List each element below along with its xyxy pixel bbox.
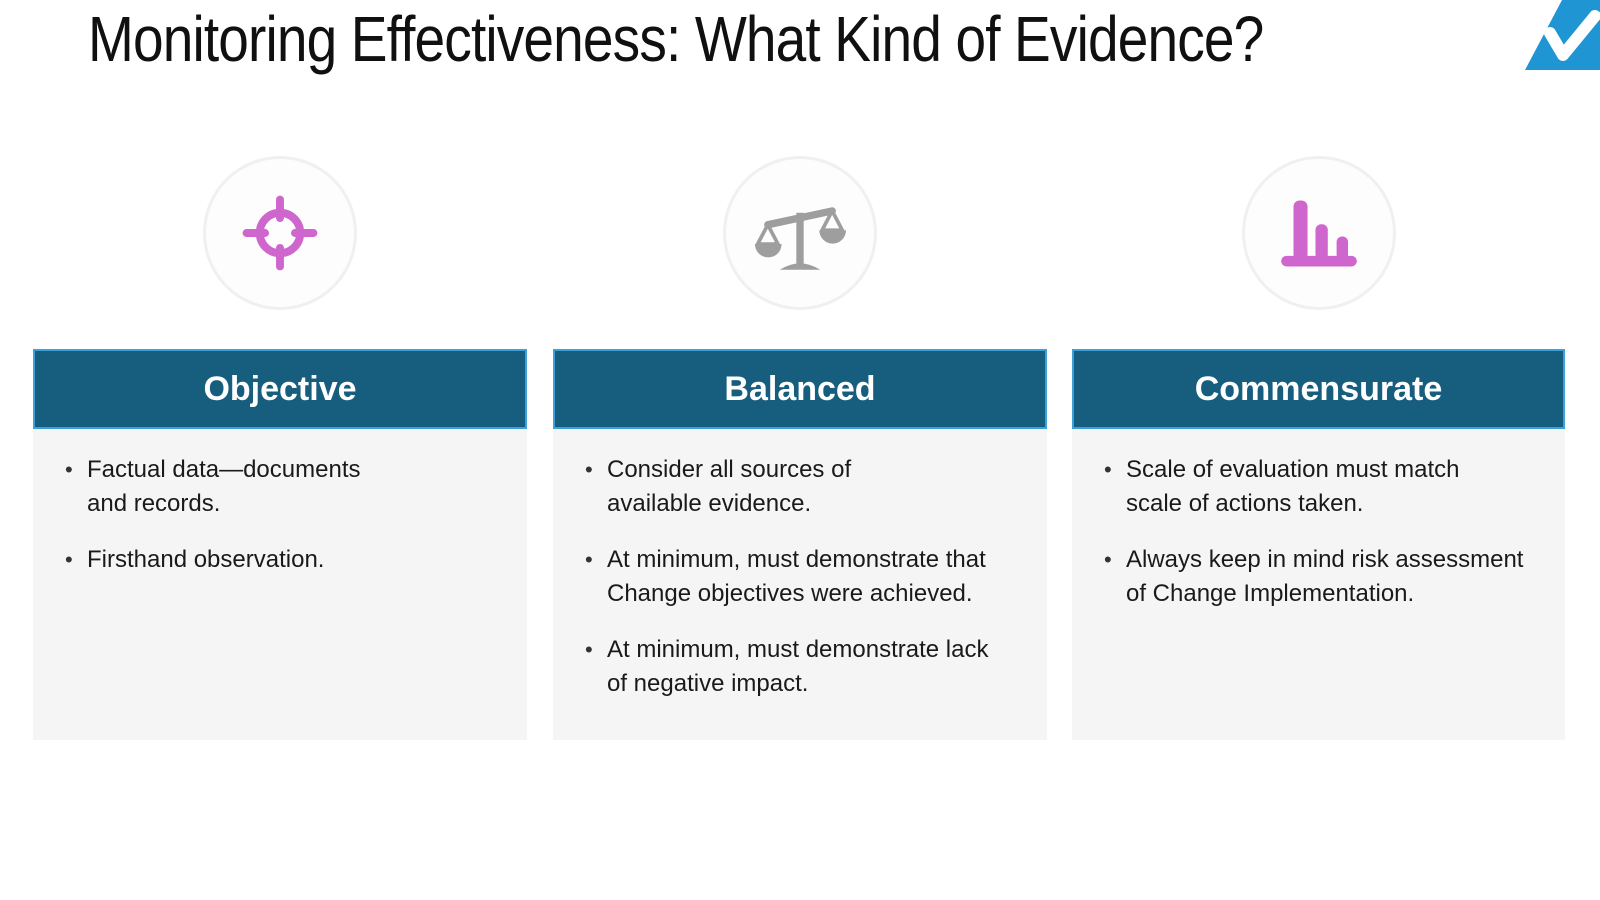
bullet-text: At minimum, must demonstrate lack of neg… — [607, 636, 989, 697]
checkmark-icon — [1525, 0, 1600, 70]
column-body-objective: Factual data—documents and records. Firs… — [33, 429, 527, 740]
bullet-list: Scale of evaluation must match scale of … — [1072, 429, 1565, 611]
bullet-list: Consider all sources of available eviden… — [553, 429, 1047, 701]
column-balanced: Balanced Consider all sources of availab… — [553, 0, 1047, 740]
bullet-item: Scale of evaluation must match scale of … — [1102, 453, 1553, 521]
bullet-text: Consider all sources of available eviden… — [607, 456, 852, 517]
column-header-commensurate: Commensurate — [1072, 349, 1565, 429]
bullet-item: Firsthand observation. — [63, 543, 515, 577]
bullet-item: Consider all sources of available eviden… — [583, 453, 1035, 521]
column-header-label: Commensurate — [1194, 369, 1443, 408]
page-title: Monitoring Effectiveness: What Kind of E… — [88, 3, 1264, 75]
column-header-objective: Objective — [33, 349, 527, 429]
bullet-text: Factual data—documents and records. — [87, 456, 361, 517]
balance-scale-icon — [754, 207, 846, 270]
column-commensurate: Commensurate Scale of evaluation must ma… — [1072, 0, 1565, 740]
bullet-text: At minimum, must demonstrate that Change… — [607, 546, 986, 607]
bullet-item: Factual data—documents and records. — [63, 453, 515, 521]
bullet-text: Scale of evaluation must match scale of … — [1126, 456, 1460, 517]
crosshair-target-icon — [242, 195, 318, 271]
objective-icon-circle — [203, 156, 357, 310]
balanced-icon-circle — [723, 156, 877, 310]
column-header-balanced: Balanced — [553, 349, 1047, 429]
bullet-item: Always keep in mind risk assessment of C… — [1102, 543, 1553, 611]
column-objective: Objective Factual data—documents and rec… — [33, 0, 527, 740]
bar-chart-icon — [1280, 200, 1357, 267]
column-header-label: Balanced — [724, 369, 876, 408]
bullet-item: At minimum, must demonstrate lack of neg… — [583, 633, 1035, 701]
column-body-balanced: Consider all sources of available eviden… — [553, 429, 1047, 740]
commensurate-icon-circle — [1241, 156, 1396, 310]
column-body-commensurate: Scale of evaluation must match scale of … — [1072, 429, 1565, 740]
bullet-item: At minimum, must demonstrate that Change… — [583, 543, 1035, 611]
column-header-label: Objective — [203, 369, 357, 408]
bullet-text: Firsthand observation. — [87, 546, 325, 573]
bullet-text: Always keep in mind risk assessment of C… — [1126, 546, 1524, 607]
bullet-list: Factual data—documents and records. Firs… — [33, 429, 527, 577]
